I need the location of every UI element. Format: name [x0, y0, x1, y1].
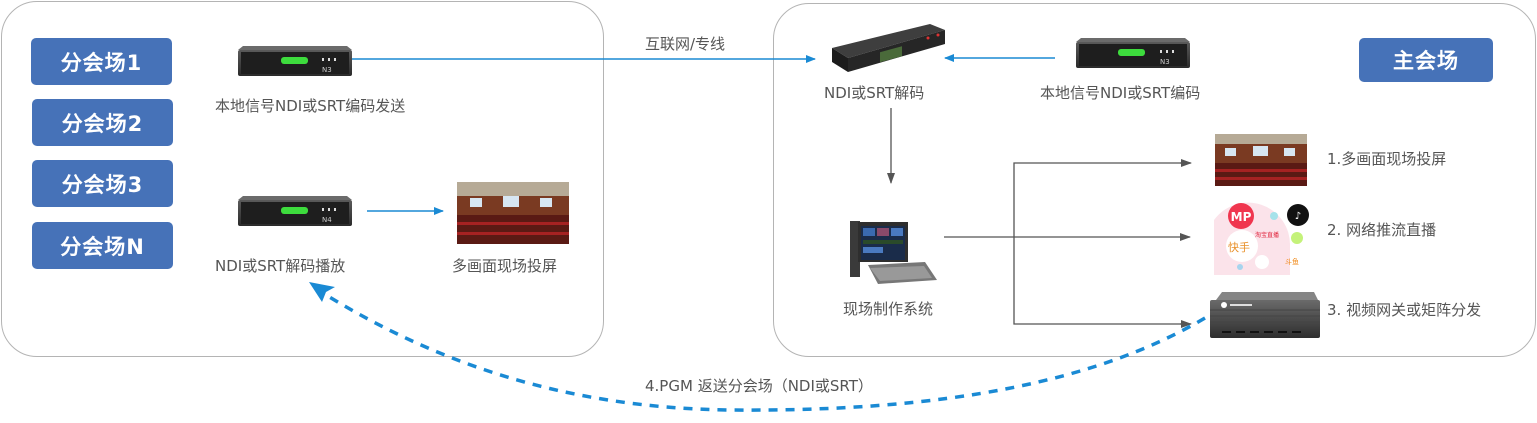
- branch-site-tag-2: 分会场2: [32, 99, 173, 146]
- branch-site-tag-1: 分会场1: [31, 38, 172, 85]
- branch-decoder-label: NDI或SRT解码播放: [215, 257, 346, 275]
- branch-screen-label: 多画面现场投屏: [452, 257, 558, 275]
- mp-logo-icon: [1228, 203, 1254, 229]
- branch-site-tag-3: 分会场3: [32, 160, 173, 207]
- output-label-1: 1.多画面现场投屏: [1327, 150, 1447, 168]
- main-site-tag: 主会场: [1359, 38, 1493, 82]
- svg-text:♪: ♪: [1295, 211, 1301, 222]
- branch-site-tag-n: 分会场N: [32, 222, 173, 269]
- main-encoder-label: 本地信号NDI或SRT编码: [1040, 84, 1201, 102]
- streaming-platforms-icon: MP ♪ 快手 淘宝直播 斗鱼: [1214, 202, 1309, 275]
- main-decoder-label: NDI或SRT解码: [824, 84, 925, 102]
- svg-text:N3: N3: [1160, 58, 1170, 66]
- output-label-2: 2. 网络推流直播: [1327, 221, 1437, 239]
- link-label: 互联网/专线: [645, 35, 726, 53]
- branch-decoder-device-icon: N4: [238, 196, 352, 226]
- main-encoder-device-icon: N3: [1076, 38, 1190, 68]
- arrow-bracket: [1013, 162, 1190, 325]
- kuaishou-logo-icon: 快手: [1228, 240, 1250, 254]
- main-conference-room-photo: [1215, 134, 1307, 186]
- output-label-3: 3. 视频网关或矩阵分发: [1327, 301, 1482, 319]
- svg-text:MP: MP: [1231, 210, 1252, 224]
- main-decoder-rack-icon: [832, 24, 945, 72]
- douyin-logo-icon: [1287, 204, 1309, 226]
- branch-encoder-label: 本地信号NDI或SRT编码发送: [215, 97, 406, 115]
- return-label: 4.PGM 返送分会场（NDI或SRT）: [645, 377, 873, 395]
- branch-conference-room-photo: [457, 182, 569, 244]
- douyu-logo-icon: 斗鱼: [1285, 257, 1299, 266]
- svg-text:N4: N4: [322, 216, 332, 224]
- return-dashed-arrow: [317, 288, 1206, 412]
- taobao-logo-icon: 淘宝直播: [1255, 231, 1279, 239]
- branch-encoder-device-icon: N3: [238, 46, 352, 76]
- return-arrowhead: [309, 282, 335, 302]
- svg-text:N3: N3: [322, 66, 332, 74]
- production-system-label: 现场制作系统: [843, 300, 934, 318]
- production-system-laptop-icon: [850, 221, 937, 284]
- video-gateway-device-icon: [1210, 292, 1320, 338]
